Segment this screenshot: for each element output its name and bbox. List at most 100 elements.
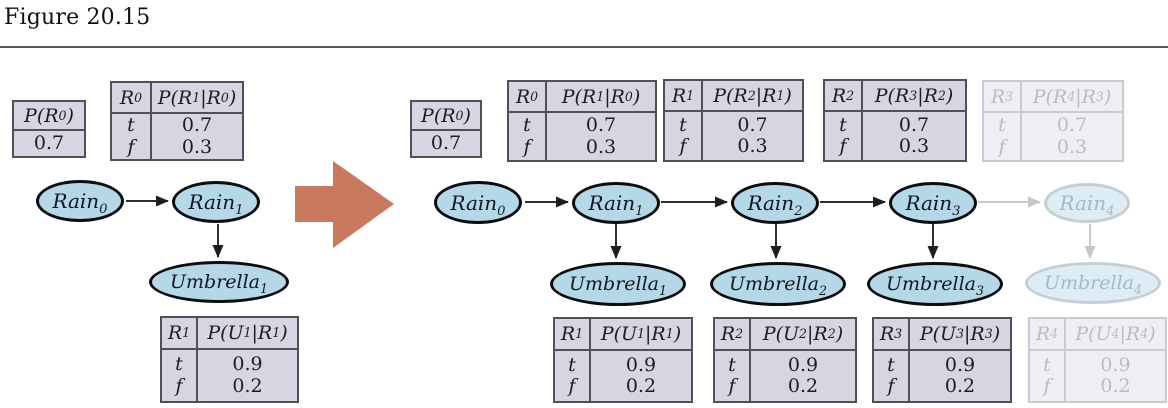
cond-false: f [998,135,1006,158]
node-rain2: Rain2 [731,182,819,224]
prob-false: 0.3 [585,135,617,158]
cond-true: t [728,353,736,376]
cond-true: t [998,114,1006,137]
node-label: Umbrella4 [1044,272,1142,297]
prob-true: 0.9 [625,353,657,376]
prob-false: 0.2 [1100,375,1131,397]
cpt-cond-values: t f [509,113,547,160]
node-rain3: Rain3 [889,182,977,224]
cond-false: f [175,374,183,397]
node-rain0-left: Rain0 [36,180,124,222]
title-divider [0,46,1168,48]
prob-true: 0.9 [787,353,819,376]
cpt-prob-values: 0.9 0.2 [198,350,297,401]
prob-true: 0.7 [898,113,930,136]
cpt-cond-values: t f [825,112,863,160]
cond-false: f [568,375,576,397]
node-umbrella2: Umbrella2 [710,262,846,306]
prob-false: 0.3 [181,135,213,158]
node-umbrella1: Umbrella1 [550,262,686,306]
cpt-value: 0.7 [430,131,462,154]
node-umbrella1-left: Umbrella1 [149,261,289,303]
cpt-cond-values: t f [715,351,751,401]
prob-true: 0.9 [1100,353,1131,376]
node-label: Rain1 [588,191,644,219]
prob-false: 0.3 [898,135,930,157]
cpt-cond-values: t f [874,351,910,401]
cpt-cond-values: t f [665,112,703,160]
cpt-prob-values: 0.9 0.2 [910,351,1010,401]
node-rain1-left: Rain1 [172,181,260,223]
cpt-prob-values: 0.7 0.3 [547,113,655,160]
prob-true: 0.7 [737,113,768,136]
cond-false: f [728,375,736,397]
cpt-prob-values: 0.7 0.3 [152,114,242,159]
prob-true: 0.9 [232,353,263,376]
cpt-prob-values: 0.7 0.3 [863,112,965,160]
cpt-cond-values: t f [162,350,198,401]
cond-false: f [127,135,135,158]
cond-true: t [523,114,531,137]
cpt-prob-values: 0.7 0.3 [1022,113,1122,160]
node-label: Rain0 [450,190,506,219]
cond-true: t [1043,353,1051,376]
cpt-value: 0.7 [33,131,65,154]
cond-false: f [839,135,847,157]
prob-false: 0.2 [232,374,263,397]
cond-false: f [679,135,687,157]
cpt-cond-values: t f [984,113,1022,160]
cond-false: f [887,375,895,397]
unroll-big-arrow [295,161,394,248]
node-label: Umbrella3 [886,273,984,298]
node-rain0: Rain0 [434,181,522,224]
node-label: Rain2 [747,191,803,219]
node-umbrella4-faded: Umbrella4 [1025,262,1161,304]
cpt-prob-values: 0.9 0.2 [751,351,855,401]
figure-label: Figure 20.15 [4,5,151,30]
node-label: Rain3 [905,191,961,219]
cond-true: t [887,353,895,376]
cond-true: t [839,113,847,136]
node-label: Umbrella2 [729,273,827,298]
cpt-cond-values: t f [555,351,591,401]
cond-true: t [679,113,687,136]
prob-true: 0.7 [1056,114,1088,137]
node-umbrella3: Umbrella3 [867,262,1003,306]
cond-true: t [568,353,576,376]
cond-true: t [127,114,135,137]
prob-true: 0.9 [944,353,976,376]
node-label: Rain0 [52,189,108,217]
prob-false: 0.3 [737,135,768,157]
node-label: Umbrella1 [569,273,667,298]
cond-true: t [175,353,183,376]
node-rain4-faded: Rain4 [1044,183,1130,223]
prob-false: 0.3 [1056,135,1088,158]
cond-false: f [523,135,531,158]
prob-true: 0.7 [585,114,617,137]
